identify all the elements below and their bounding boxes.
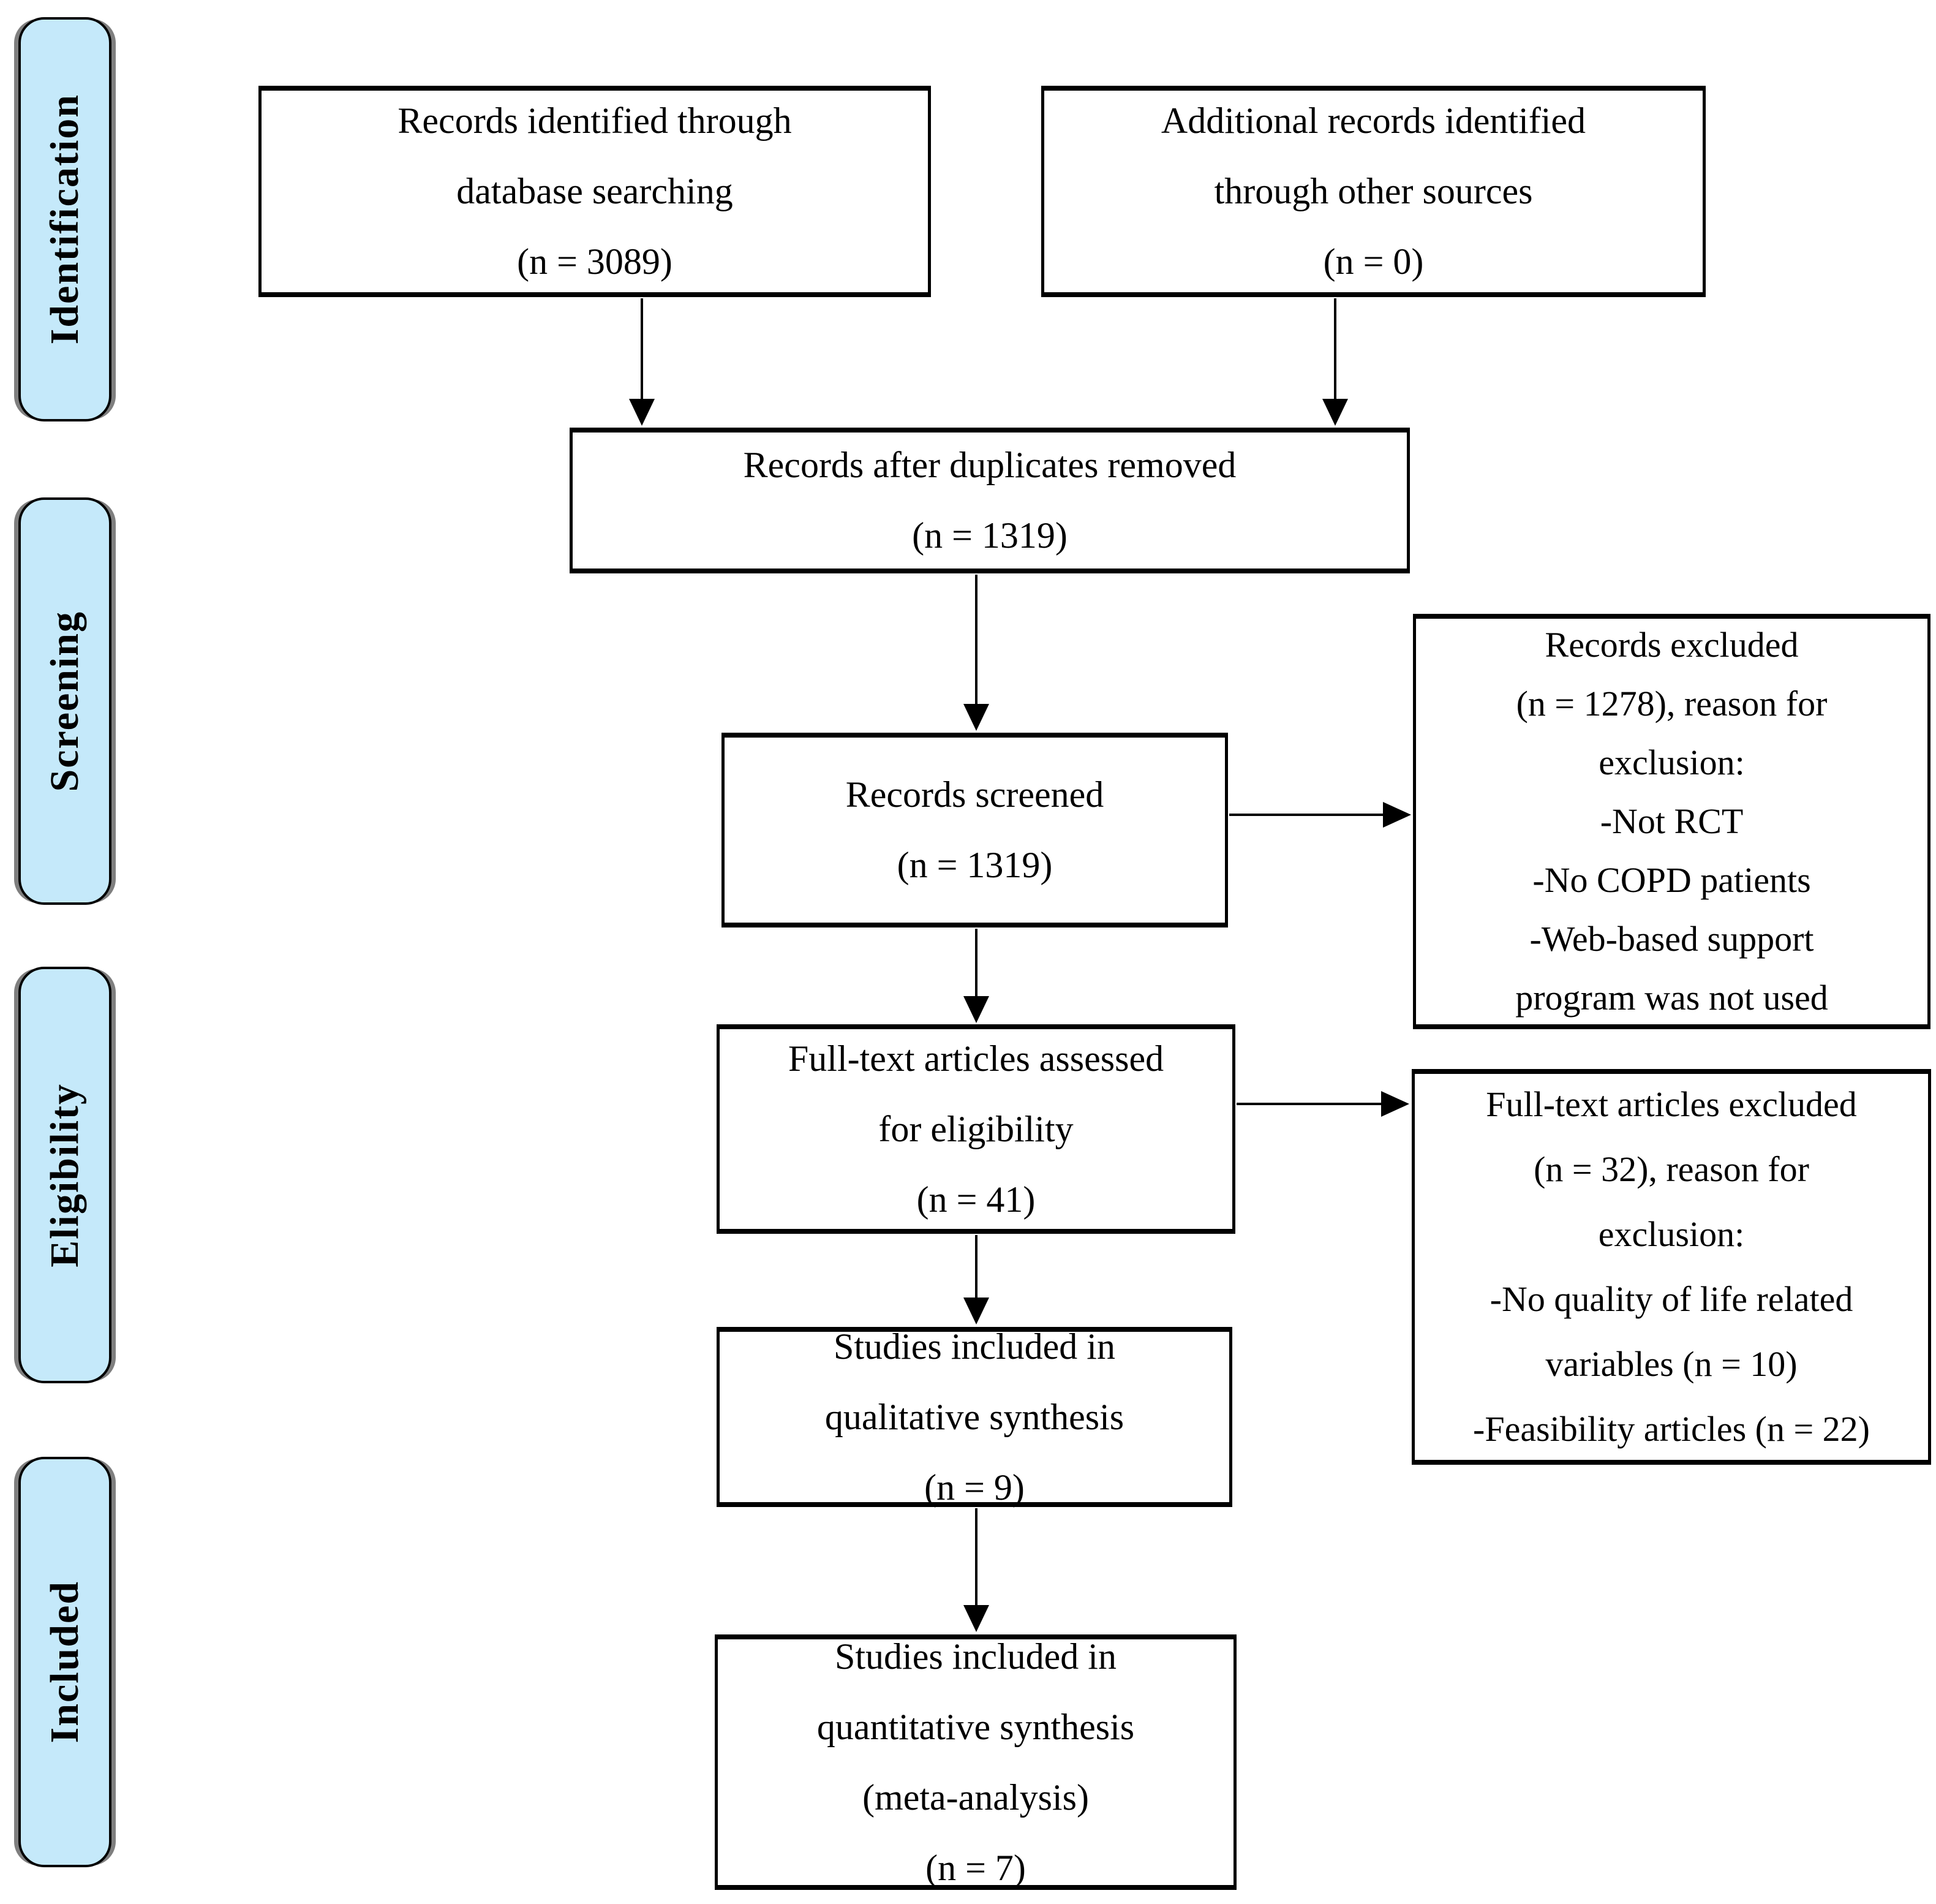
phase-label-text: Eligibility [42,1082,87,1267]
phase-label-text: Included [42,1581,87,1743]
box-text-line: -Feasibility articles (n = 22) [1473,1409,1870,1449]
box-text-line: (n = 32), reason for [1534,1149,1809,1189]
box-text-line: (n = 1319) [897,845,1053,885]
arrow-screened-to-excluded [1229,814,1384,816]
box-text-line: through other sources [1214,171,1533,211]
box-text-line: Records excluded [1545,625,1799,665]
arrow-qualitative-to-quantitative [975,1508,977,1606]
box-text-line: quantitative synthesis [816,1706,1135,1747]
phase-label-identification: Identification [18,17,111,421]
box-text-line: (n = 3089) [517,241,672,282]
box-text-line: Full-text articles assessed [788,1038,1164,1079]
box-text-line: exclusion: [1598,1214,1745,1254]
box-text-line: Records identified through [397,100,792,141]
arrow-screened-to-fulltext [975,929,977,997]
box-fulltext-assessed: Full-text articles assessed for eligibil… [717,1024,1235,1234]
box-text-line: (n = 41) [916,1179,1036,1220]
phase-label-eligibility: Eligibility [18,967,111,1383]
phase-label-text: Screening [42,610,87,792]
box-text-line: -Web-based support [1529,919,1814,959]
box-additional-records: Additional records identified through ot… [1041,86,1706,297]
box-text-line: Studies included in [835,1636,1117,1677]
phase-label-text: Identification [42,94,87,345]
box-text-line: database searching [456,171,733,211]
box-text-line: Additional records identified [1161,100,1586,141]
box-text-line: (n = 1278), reason for [1516,684,1828,723]
arrow-additional-to-duplicates [1334,298,1336,400]
box-text-line: Records after duplicates removed [743,445,1237,485]
box-fulltext-excluded: Full-text articles excluded (n = 32), re… [1412,1069,1931,1465]
box-text-line: Full-text articles excluded [1486,1084,1857,1124]
box-duplicates-removed: Records after duplicates removed (n = 13… [570,428,1410,573]
box-records-identified: Records identified through database sear… [258,86,931,297]
arrow-fulltext-to-qualitative [975,1235,977,1299]
box-text-line: -No COPD patients [1532,860,1811,900]
box-qualitative-synthesis: Studies included in qualitative synthesi… [717,1326,1232,1508]
arrow-identified-to-duplicates [641,298,643,400]
box-quantitative-synthesis: Studies included in quantitative synthes… [715,1634,1237,1890]
box-text-line: -Not RCT [1600,801,1744,841]
phase-label-screening: Screening [18,497,111,905]
arrow-fulltext-to-excluded [1237,1103,1382,1105]
box-records-excluded: Records excluded (n = 1278), reason for … [1413,614,1930,1029]
box-text-line: (n = 1319) [912,515,1068,556]
box-text-line: for eligibility [878,1108,1074,1149]
phase-label-included: Included [18,1457,111,1867]
box-text-line: (meta-analysis) [862,1777,1089,1818]
box-text-line: -No quality of life related [1490,1279,1853,1319]
box-text-line: exclusion: [1599,742,1745,782]
box-records-screened: Records screened (n = 1319) [721,733,1228,927]
box-text-line: qualitative synthesis [824,1396,1124,1437]
box-text-line: Studies included in [834,1326,1115,1367]
box-text-line: variables (n = 10) [1545,1344,1798,1384]
box-text-line: Records screened [845,774,1104,815]
box-text-line: (n = 0) [1323,241,1424,282]
box-text-line: (n = 9) [924,1467,1025,1508]
box-text-line: (n = 7) [925,1847,1026,1888]
arrow-duplicates-to-screened [975,575,977,705]
box-text-line: program was not used [1515,978,1828,1018]
